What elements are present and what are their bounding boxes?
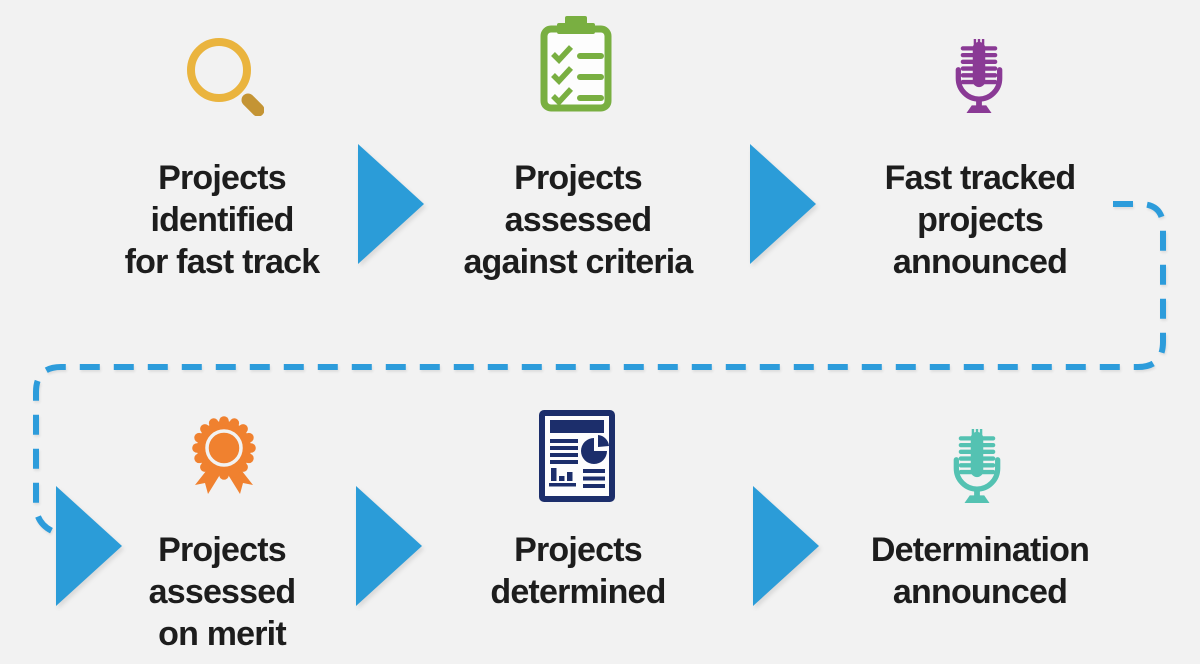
- step-3-label: Fast tracked projects announced: [884, 159, 1077, 281]
- pie-slice: [598, 435, 609, 447]
- clipboard-clip-flange: [557, 23, 595, 34]
- microphone-icon: [953, 429, 1001, 504]
- step-5-label: Projects determined: [490, 531, 666, 611]
- flow-arrow-5: [753, 486, 819, 606]
- magnifier-lens: [187, 38, 251, 102]
- rosette-scallops: [192, 416, 256, 480]
- flow-arrow-3: [56, 486, 122, 606]
- flow-arrow-1: [358, 144, 424, 264]
- check-mark: [551, 45, 574, 64]
- document-content: [549, 420, 609, 488]
- step-4-label: Projects assessed on merit: [148, 531, 297, 653]
- step-6-label: Determination announced: [870, 531, 1090, 611]
- microphone-yoke: [953, 457, 1001, 492]
- magnifier-handle: [241, 93, 264, 116]
- microphone-shape: [960, 39, 998, 114]
- step-2-label: Projects assessed against criteria: [463, 159, 693, 281]
- dashed-connector-path: [33, 201, 1166, 534]
- flow-arrow-4: [356, 486, 422, 606]
- pie-chart: [581, 438, 607, 464]
- report-document-icon: [539, 410, 615, 502]
- magnifier-icon: [187, 38, 264, 116]
- microphone-icon: [955, 39, 1003, 114]
- microphone-yoke: [955, 67, 1003, 102]
- check-mark: [551, 66, 574, 85]
- award-rosette-icon: [192, 416, 256, 494]
- checklist-clipboard-icon: [540, 16, 612, 112]
- flow-arrow-2: [750, 144, 816, 264]
- check-mark: [551, 87, 574, 106]
- microphone-shape: [958, 429, 996, 504]
- rosette-inner-ring: [205, 429, 243, 467]
- step-1-label: Projects identified for fast track: [124, 159, 321, 281]
